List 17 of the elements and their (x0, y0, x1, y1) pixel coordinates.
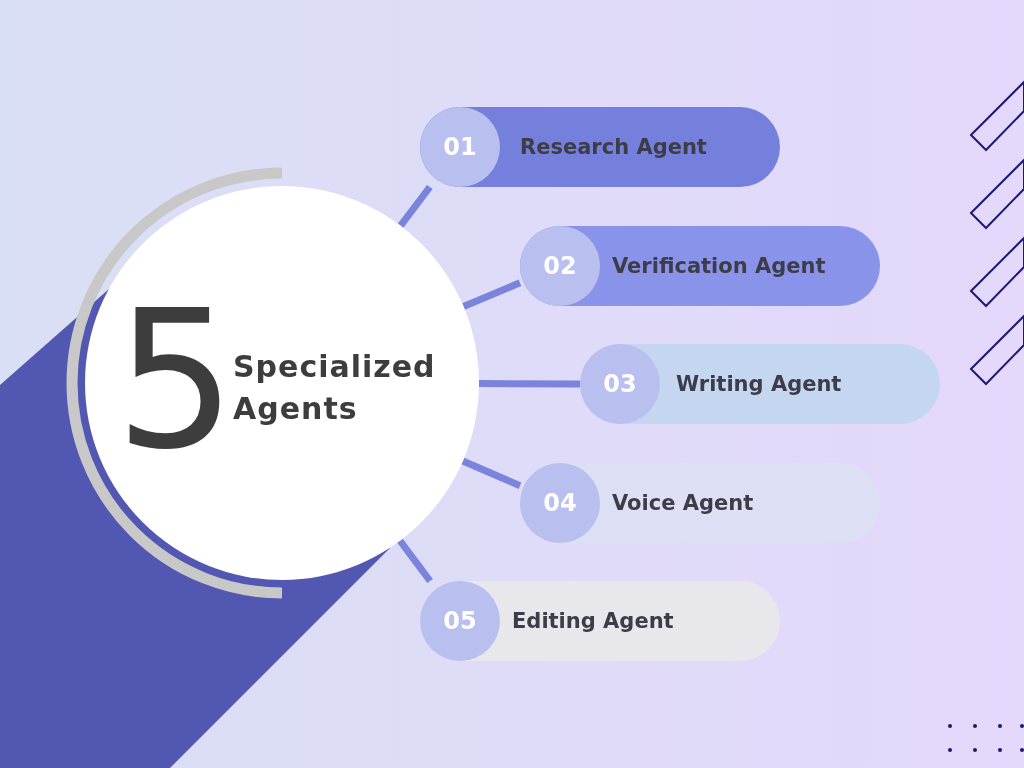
agent-pill (520, 463, 880, 543)
connector-line (461, 457, 522, 489)
connector-line (397, 538, 433, 584)
agent-label: Verification Agent (612, 253, 826, 280)
connector-line (479, 380, 580, 388)
number-badge: 04 (520, 463, 600, 543)
number-badge: 05 (420, 581, 500, 661)
connector-line (397, 184, 433, 228)
agent-label: Research Agent (520, 134, 707, 161)
connector-line (462, 279, 522, 310)
agent-label: Voice Agent (612, 490, 754, 517)
number-badge: 03 (580, 344, 660, 424)
agent-label: Editing Agent (512, 608, 674, 635)
agent-label: Writing Agent (676, 371, 842, 398)
number-badge: 01 (420, 107, 500, 187)
number-badge: 02 (520, 226, 600, 306)
agent-pill (520, 226, 880, 306)
